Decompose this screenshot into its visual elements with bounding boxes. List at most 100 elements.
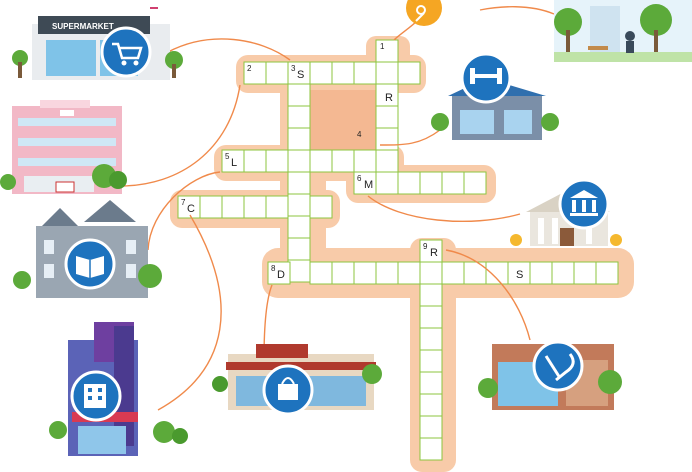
park-icon — [625, 31, 635, 41]
hint-letter-r: R — [385, 92, 393, 104]
grid-cell[interactable] — [463, 171, 487, 195]
grid-cell[interactable] — [265, 195, 289, 219]
grid-cell[interactable] — [375, 61, 399, 85]
crossword-grid — [177, 39, 619, 461]
grid-cell[interactable] — [375, 39, 399, 63]
grid-cell[interactable] — [331, 261, 355, 285]
shopping-cart-icon — [100, 26, 152, 78]
arrow-park — [479, 6, 555, 15]
connector-arrows — [119, 6, 555, 411]
grid-cell[interactable] — [441, 261, 465, 285]
park-scene — [554, 0, 692, 62]
grid-cell[interactable] — [397, 61, 421, 85]
grid-cell[interactable] — [551, 261, 575, 285]
grid-cell[interactable] — [287, 215, 311, 239]
clue-letter-5: L — [231, 157, 237, 169]
grid-cell[interactable] — [375, 171, 399, 195]
grid-cell[interactable] — [419, 415, 443, 439]
grid-cell[interactable] — [221, 195, 245, 219]
grid-cell[interactable] — [243, 195, 267, 219]
restaurant-icon — [532, 340, 584, 392]
gym-building — [431, 52, 559, 140]
grid-cell[interactable] — [375, 149, 399, 173]
clue-number-7: 7 — [181, 198, 186, 207]
grid-cell[interactable] — [287, 171, 311, 195]
grid-cell[interactable] — [419, 437, 443, 461]
arrow-museum — [367, 195, 521, 222]
clue-letter-8: D — [277, 269, 285, 281]
grid-cell[interactable] — [287, 105, 311, 129]
grid-cell[interactable] — [287, 193, 311, 217]
hospital-icon — [60, 110, 74, 116]
clue-number-9: 9 — [423, 242, 428, 251]
grid-cell[interactable] — [287, 149, 311, 173]
grid-cell[interactable] — [287, 127, 311, 151]
grid-cell[interactable] — [309, 261, 333, 285]
cinema-building — [49, 322, 188, 456]
supermarket-sign: SUPERMARKET — [52, 22, 114, 31]
grid-cell[interactable] — [419, 327, 443, 351]
grid-cell[interactable] — [309, 149, 333, 173]
grid-cell[interactable] — [353, 149, 377, 173]
arrow-restaurant — [445, 249, 531, 341]
grid-cell[interactable] — [265, 149, 289, 173]
grid-cell[interactable] — [419, 349, 443, 373]
top-orange-icon — [406, 0, 442, 26]
hospital-building — [0, 100, 127, 194]
clue-letter-3: S — [297, 69, 304, 81]
grid-cell[interactable] — [441, 171, 465, 195]
restaurant-building — [478, 340, 622, 410]
grid-cell[interactable] — [397, 261, 421, 285]
clue-number-3: 3 — [291, 64, 296, 73]
grid-cell[interactable] — [331, 149, 355, 173]
grid-cell[interactable] — [529, 261, 553, 285]
grid-cell[interactable] — [287, 237, 311, 261]
grid-cell[interactable] — [309, 61, 333, 85]
grid-cell[interactable] — [419, 261, 443, 285]
arrow-hospital — [119, 84, 241, 187]
grid-cell[interactable] — [265, 61, 289, 85]
clue-number-5: 5 — [225, 152, 230, 161]
grid-cell[interactable] — [397, 171, 421, 195]
clue-number-2: 2 — [247, 64, 252, 73]
supermarket-building: SUPERMARKET — [12, 16, 183, 80]
grid-cell[interactable] — [485, 261, 509, 285]
library-building — [13, 200, 162, 298]
grid-cell[interactable] — [375, 127, 399, 151]
clue-letter-9: R — [430, 247, 438, 259]
grid-cell[interactable] — [419, 305, 443, 329]
crossword-labels: 1 2 3 S R 4 5 L 6 M 7 C 8 D 9 R S — [181, 42, 523, 281]
clue-number-8: 8 — [271, 264, 276, 273]
grid-cell[interactable] — [287, 259, 311, 283]
grid-cell[interactable] — [419, 171, 443, 195]
grid-cell[interactable] — [287, 83, 311, 107]
hint-letter-s: S — [516, 269, 523, 281]
shop-building — [212, 344, 382, 416]
grid-cell[interactable] — [243, 149, 267, 173]
arrow-gym — [379, 129, 441, 146]
grid-cell[interactable] — [309, 195, 333, 219]
grid-cell[interactable] — [595, 261, 619, 285]
grid-cell[interactable] — [419, 393, 443, 417]
grid-cell[interactable] — [419, 371, 443, 395]
grid-cell[interactable] — [331, 61, 355, 85]
grid-cell[interactable] — [419, 283, 443, 307]
clue-letter-7: C — [187, 203, 195, 215]
clue-number-4: 4 — [357, 130, 362, 139]
grid-cell[interactable] — [573, 261, 597, 285]
grid-cell[interactable] — [419, 239, 443, 263]
clue-letter-6: M — [364, 179, 373, 191]
grid-cell[interactable] — [199, 195, 223, 219]
clue-number-6: 6 — [357, 174, 362, 183]
clue-number-1: 1 — [380, 42, 385, 51]
arrow-supermarket — [167, 38, 291, 61]
grid-cell[interactable] — [375, 105, 399, 129]
grid-cell[interactable] — [375, 261, 399, 285]
arrow-cinema — [157, 214, 222, 411]
grid-cell[interactable] — [267, 261, 291, 285]
museum-building — [510, 178, 622, 246]
grid-cell[interactable] — [353, 261, 377, 285]
grid-cell[interactable] — [353, 61, 377, 85]
arrow-library — [147, 171, 221, 251]
